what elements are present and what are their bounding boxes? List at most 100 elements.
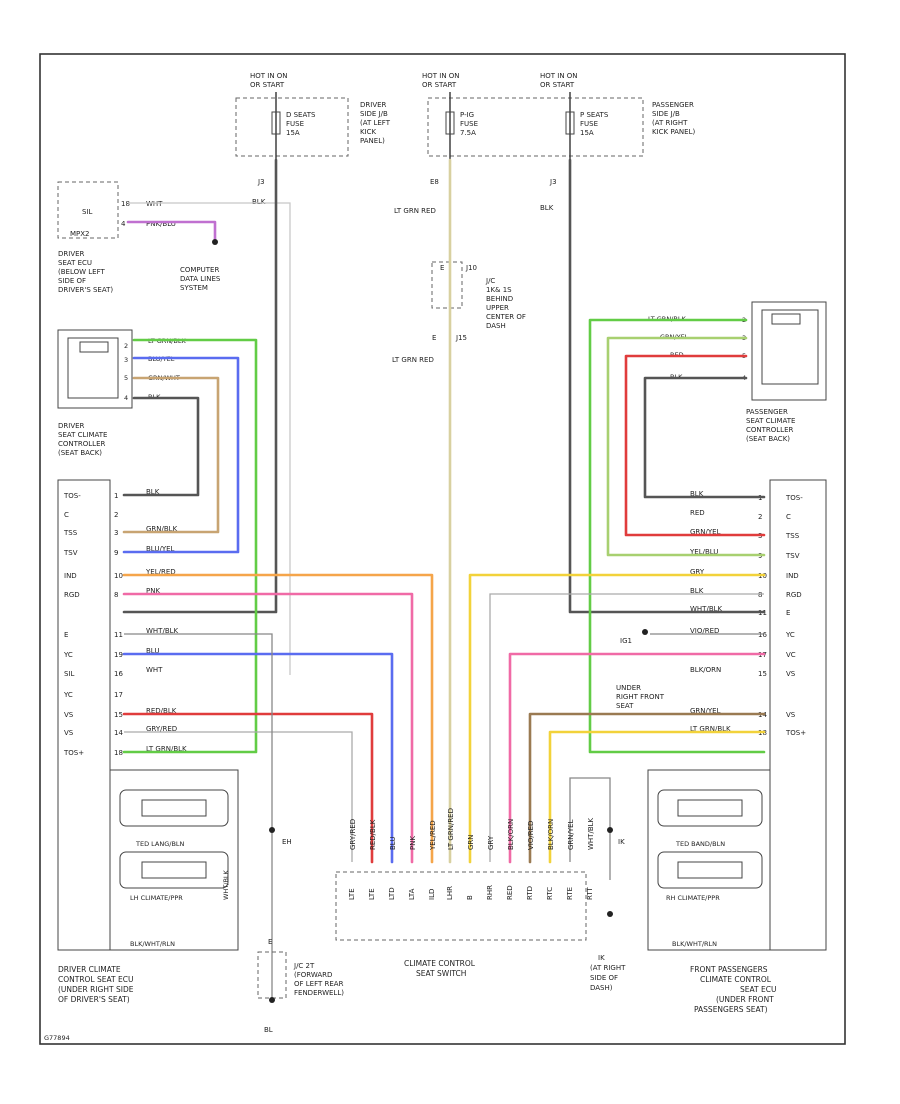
switch-wire-label: GRY xyxy=(487,835,495,850)
svg-text:CONTROLLER: CONTROLLER xyxy=(746,426,794,434)
svg-text:DRIVER: DRIVER xyxy=(360,101,387,109)
svg-text:DRIVER: DRIVER xyxy=(58,422,85,430)
passenger-ecu-wire-label: VIO/RED xyxy=(690,627,719,635)
driver-ecu-pin-number: 9 xyxy=(114,549,118,557)
svg-text:DRIVER'S SEAT): DRIVER'S SEAT) xyxy=(58,286,113,294)
climate-control-seat-switch: CLIMATE CONTROL SEAT SWITCH xyxy=(335,871,587,978)
driver-junction-block xyxy=(235,97,349,157)
driver-ecu-pin-label: YC xyxy=(63,691,73,699)
svg-text:SIDE OF: SIDE OF xyxy=(58,277,86,285)
svg-text:OR START: OR START xyxy=(540,81,575,89)
passenger-ecu-pin-label: TSV xyxy=(785,552,800,560)
wire-harness xyxy=(122,158,766,1000)
svg-text:SIDE J/B: SIDE J/B xyxy=(360,110,388,118)
switch-pin-label: LHR xyxy=(446,886,454,900)
svg-text:BEHIND: BEHIND xyxy=(486,295,513,303)
switch-pin-label: RHR xyxy=(486,885,494,900)
svg-text:LT GRN RED: LT GRN RED xyxy=(392,356,434,364)
driver-seat-sensor: 2 3 5 4 LT GRN/BLK BLU/YEL GRN/WHT BLK xyxy=(57,329,186,409)
passenger-ecu-pin-label: YC xyxy=(785,631,795,639)
passenger-ecu-pins: TOS-1BLKC2REDTSS3GRN/YELTSV9YEL/BLUIND10… xyxy=(689,490,806,737)
driver-ecu-pin-number: 18 xyxy=(114,749,123,757)
svg-text:TED LANG/BLN: TED LANG/BLN xyxy=(135,840,185,848)
svg-text:J15: J15 xyxy=(455,334,467,342)
svg-text:2: 2 xyxy=(124,342,128,350)
svg-text:TED BAND/BLN: TED BAND/BLN xyxy=(675,840,725,848)
driver-ecu-pin-number: 1 xyxy=(114,492,118,500)
svg-text:FUSE: FUSE xyxy=(460,120,478,128)
svg-text:D SEATS: D SEATS xyxy=(286,111,316,119)
svg-text:15A: 15A xyxy=(580,129,594,137)
driver-ecu-wire-label: LT GRN/BLK xyxy=(146,745,187,753)
switch-wire-label: RED/BLK xyxy=(369,819,377,850)
svg-text:LH CLIMATE/PPR: LH CLIMATE/PPR xyxy=(130,894,183,902)
driver-ecu-pin-number: 3 xyxy=(114,529,118,537)
svg-text:BL: BL xyxy=(264,1026,273,1034)
svg-text:SEAT CLIMATE: SEAT CLIMATE xyxy=(58,431,107,439)
driver-ecu-pin-number: 16 xyxy=(114,670,123,678)
svg-text:(AT LEFT: (AT LEFT xyxy=(360,119,391,127)
passenger-climate-ecu: TED BAND/BLN RH CLIMATE/PPR BLK/WHT/RLN … xyxy=(616,479,827,951)
switch-pin-label: RTC xyxy=(546,887,554,900)
diagram-frame xyxy=(39,53,846,1045)
svg-text:IG1: IG1 xyxy=(620,637,632,645)
driver-ecu-pin-number: 14 xyxy=(114,729,123,737)
passenger-ecu-label: FRONT PASSENGERS CLIMATE CONTROL SEAT EC… xyxy=(690,965,776,1014)
left-ground: EH WHT/BLK E J/C 2T (FORWARD OF LEFT REA… xyxy=(222,827,344,1034)
svg-text:FUSE: FUSE xyxy=(580,120,598,128)
driver-ecu-wire-label: BLU/YEL xyxy=(146,545,175,553)
svg-text:18: 18 xyxy=(121,200,130,208)
switch-wire-label: BLU xyxy=(389,837,397,850)
passenger-ecu-pin-number: 15 xyxy=(758,670,767,678)
junction-connector-jc: E J10 E J15 J/C 1K& 1S BEHIND UPPER CENT… xyxy=(392,207,526,364)
svg-text:UPPER: UPPER xyxy=(486,304,509,312)
svg-text:BLK: BLK xyxy=(540,204,554,212)
svg-text:KICK: KICK xyxy=(360,128,377,136)
fuse-d-seats: HOT IN ON OR START D SEATS FUSE 15A DRIV… xyxy=(250,72,391,206)
svg-text:RIGHT FRONT: RIGHT FRONT xyxy=(616,693,665,701)
passenger-ecu-pin-number: 16 xyxy=(758,631,767,639)
svg-text:IK: IK xyxy=(618,838,625,846)
passenger-ecu-pin-label: VS xyxy=(786,670,796,678)
driver-ecu-pin-label: TSV xyxy=(63,549,78,557)
passenger-ecu-pin-number: 8 xyxy=(758,591,762,599)
switch-pin-label: RED xyxy=(506,885,514,900)
passenger-seat-sensor: 2 3 5 4 LT GRN/BLK GRN/YEL RED BLK xyxy=(648,301,827,401)
passenger-ecu-pin-label: TOS- xyxy=(785,494,803,502)
svg-text:5: 5 xyxy=(124,374,128,382)
svg-text:SEAT SWITCH: SEAT SWITCH xyxy=(416,969,466,978)
driver-ecu-pin-number: 2 xyxy=(114,511,118,519)
sil-connector: SIL MPX2 18 4 WHT PNK/BLU COMPUTER DATA … xyxy=(57,181,291,675)
passenger-ecu-pin-label: E xyxy=(786,609,790,617)
passenger-ecu-wire-label: GRN/YEL xyxy=(690,707,721,715)
svg-text:E: E xyxy=(432,334,436,342)
passenger-ecu-pin-label: TSS xyxy=(785,532,800,540)
figure-id: G77894 xyxy=(44,1034,70,1042)
svg-text:SIDE OF: SIDE OF xyxy=(590,974,618,982)
svg-text:SEAT ECU: SEAT ECU xyxy=(740,985,776,994)
switch-pin-label: RTT xyxy=(586,886,594,900)
svg-text:WHT/BLK: WHT/BLK xyxy=(222,869,230,900)
svg-text:HOT IN ON: HOT IN ON xyxy=(422,72,460,80)
svg-text:PNK/BLU: PNK/BLU xyxy=(146,220,176,228)
svg-text:BLK/WHT/RLN: BLK/WHT/RLN xyxy=(672,940,717,948)
svg-text:EH: EH xyxy=(282,838,292,846)
driver-ecu-pin-number: 8 xyxy=(114,591,118,599)
svg-text:PASSENGER: PASSENGER xyxy=(746,408,788,416)
svg-text:4: 4 xyxy=(121,220,126,228)
passenger-ecu-wire-label: YEL/BLU xyxy=(689,548,718,556)
svg-text:SEAT ECU: SEAT ECU xyxy=(58,259,92,267)
svg-text:CENTER OF: CENTER OF xyxy=(486,313,526,321)
switch-pin-label: LTE xyxy=(368,888,376,900)
passenger-junction-block xyxy=(427,97,644,157)
svg-text:DATA LINES: DATA LINES xyxy=(180,275,221,283)
svg-text:CLIMATE CONTROL: CLIMATE CONTROL xyxy=(404,959,476,968)
switch-wire-label: PNK xyxy=(409,836,417,850)
svg-text:(AT RIGHT: (AT RIGHT xyxy=(652,119,688,127)
svg-text:CONTROLLER: CONTROLLER xyxy=(58,440,106,448)
right-ground: IK IK (AT RIGHT SIDE OF DASH) xyxy=(590,827,626,992)
svg-text:E: E xyxy=(440,264,444,272)
passenger-ecu-wire-label: BLK xyxy=(690,490,704,498)
